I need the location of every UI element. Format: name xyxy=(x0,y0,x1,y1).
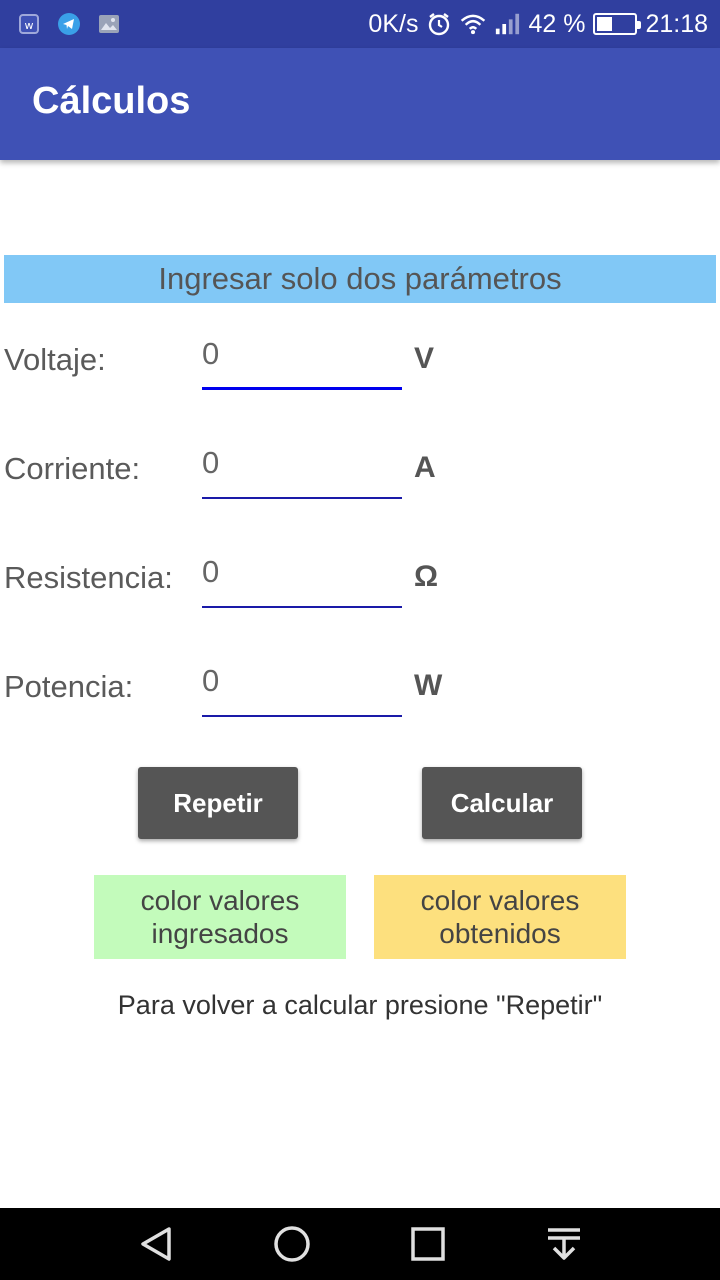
current-unit: A xyxy=(414,451,436,484)
gallery-icon xyxy=(96,11,122,37)
current-row: Corriente: A xyxy=(0,437,720,507)
entered-values-legend: color valores ingresados xyxy=(94,875,346,959)
voltage-unit: V xyxy=(414,342,435,375)
signal-icon xyxy=(494,11,520,37)
resistance-unit: Ω xyxy=(414,560,439,593)
back-icon[interactable] xyxy=(136,1224,176,1264)
footer-note: Para volver a calcular presione "Repetir… xyxy=(117,990,603,1020)
page-title: Cálculos xyxy=(32,80,191,122)
power-unit: W xyxy=(414,669,443,702)
obtained-values-legend: color valores obtenidos xyxy=(374,875,626,959)
notifications-pulldown-icon[interactable] xyxy=(544,1224,584,1264)
status-bar: w 0K/s 42 % 21:18 xyxy=(0,0,720,48)
current-label: Corriente: xyxy=(4,451,141,486)
instructions-banner: Ingresar solo dos parámetros xyxy=(4,255,716,303)
battery-level xyxy=(597,17,613,31)
wifi-icon xyxy=(460,11,486,37)
recents-icon[interactable] xyxy=(408,1224,448,1264)
power-input[interactable] xyxy=(202,661,402,717)
repeat-button[interactable]: Repetir xyxy=(138,767,298,839)
app-bar: Cálculos xyxy=(0,48,720,160)
resistance-label: Resistencia: xyxy=(4,560,173,595)
telegram-icon xyxy=(56,11,82,37)
app-notification-icon: w xyxy=(16,11,42,37)
power-label: Potencia: xyxy=(4,669,134,704)
resistance-row: Resistencia: Ω xyxy=(0,546,720,616)
net-speed: 0K/s xyxy=(368,9,419,38)
current-input[interactable] xyxy=(202,443,402,499)
clock: 21:18 xyxy=(645,9,708,38)
voltage-row: Voltaje: V xyxy=(0,328,720,398)
navigation-bar xyxy=(0,1208,720,1280)
power-row: Potencia: W xyxy=(0,655,720,725)
voltage-label: Voltaje: xyxy=(4,342,106,377)
battery-icon xyxy=(593,13,642,35)
battery-percent: 42 % xyxy=(528,9,586,38)
alarm-icon xyxy=(426,11,452,37)
resistance-input[interactable] xyxy=(202,552,402,608)
home-icon[interactable] xyxy=(272,1224,312,1264)
voltage-input[interactable] xyxy=(202,334,402,390)
calculate-button[interactable]: Calcular xyxy=(422,767,582,839)
svg-text:w: w xyxy=(25,19,34,32)
